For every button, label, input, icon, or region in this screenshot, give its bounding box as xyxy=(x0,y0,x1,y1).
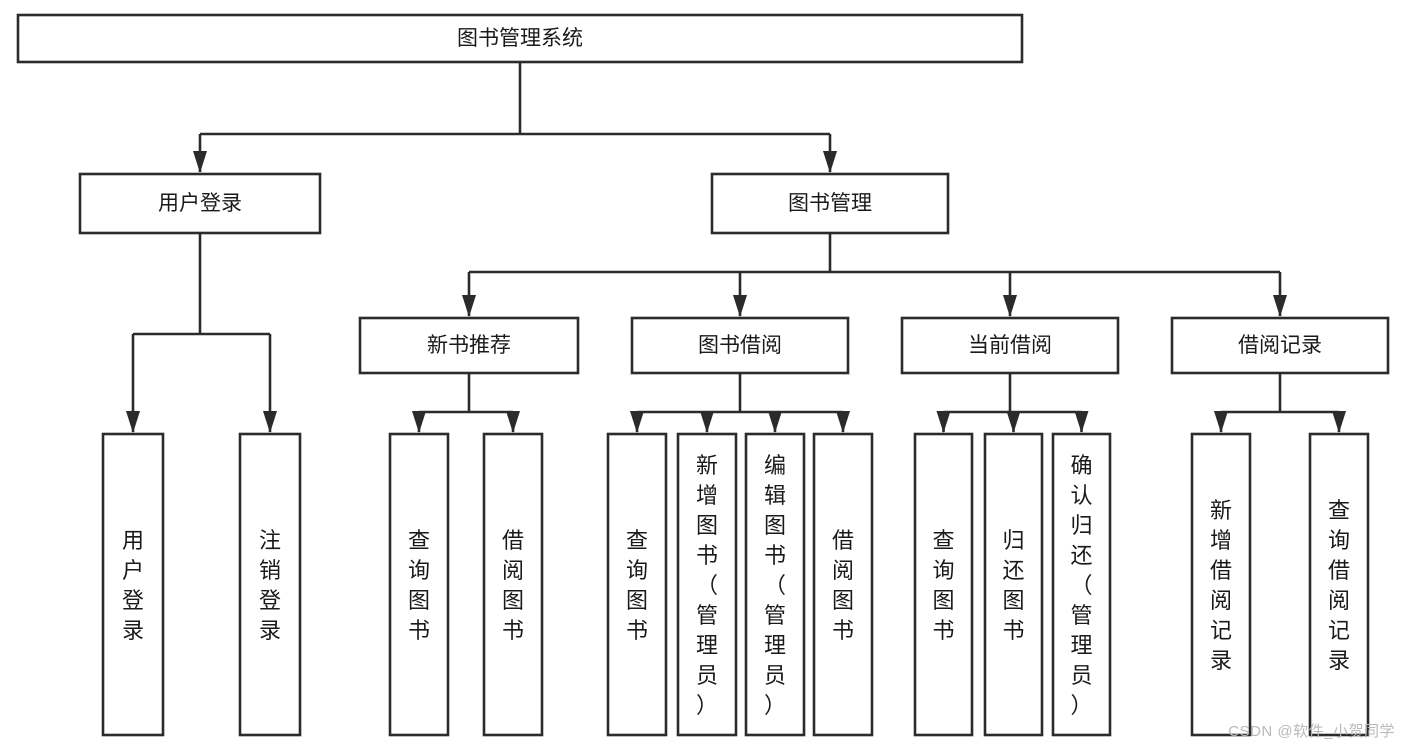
node-label: 借阅图书 xyxy=(502,528,524,643)
node-box xyxy=(710,172,950,235)
node-label: 编辑图书（管理员） xyxy=(764,453,786,718)
node-box xyxy=(238,432,302,737)
node-leaf-10[interactable]: 确认归还（管理员） xyxy=(1051,432,1112,737)
node-box xyxy=(900,316,1120,375)
node-leaf-12[interactable]: 查询借阅记录 xyxy=(1308,432,1370,737)
node-box xyxy=(388,432,450,737)
node-box xyxy=(78,172,322,235)
node-box xyxy=(1308,432,1370,737)
arrow-head-icon xyxy=(1332,411,1346,433)
node-box xyxy=(676,432,738,737)
node-label: 当前借阅 xyxy=(968,334,1052,357)
node-level3-0[interactable]: 新书推荐 xyxy=(358,316,580,375)
node-level3-1[interactable]: 图书借阅 xyxy=(630,316,850,375)
node-box xyxy=(1170,316,1390,375)
node-label: 借阅图书 xyxy=(832,528,854,643)
node-label: 确认归还（管理员） xyxy=(1070,453,1092,718)
node-leaf-5[interactable]: 新增图书（管理员） xyxy=(676,432,738,737)
node-box xyxy=(744,432,806,737)
node-label: 归还图书 xyxy=(1002,528,1024,643)
node-box xyxy=(101,432,165,737)
arrow-head-icon xyxy=(462,295,476,317)
node-box xyxy=(812,432,874,737)
node-leaf-11[interactable]: 新增借阅记录 xyxy=(1190,432,1252,737)
node-label: 图书借阅 xyxy=(698,334,782,357)
arrow-head-icon xyxy=(412,411,426,433)
node-box xyxy=(1051,432,1112,737)
node-label: 新增图书（管理员） xyxy=(696,453,718,718)
arrow-head-icon xyxy=(1006,411,1021,433)
node-label: 用户登录 xyxy=(158,192,242,215)
node-leaf-2[interactable]: 查询图书 xyxy=(388,432,450,737)
node-root-0[interactable]: 图书管理系统 xyxy=(16,13,1024,64)
node-level2-1[interactable]: 图书管理 xyxy=(710,172,950,235)
node-leaf-4[interactable]: 查询图书 xyxy=(606,432,668,737)
node-box xyxy=(1190,432,1252,737)
arrow-head-icon xyxy=(126,411,140,433)
arrow-head-icon xyxy=(768,411,782,433)
node-label: 查询图书 xyxy=(932,528,954,643)
node-label: 新书推荐 xyxy=(427,334,511,357)
node-label: 新增借阅记录 xyxy=(1210,498,1232,673)
node-level3-3[interactable]: 借阅记录 xyxy=(1170,316,1390,375)
node-label: 图书管理系统 xyxy=(457,27,583,50)
node-label: 图书管理 xyxy=(788,192,872,215)
node-box xyxy=(913,432,974,737)
arrow-head-icon xyxy=(506,411,520,433)
arrow-head-icon xyxy=(630,411,644,433)
arrow-head-icon xyxy=(936,411,951,433)
arrow-head-icon xyxy=(823,151,837,173)
node-box xyxy=(983,432,1044,737)
node-leaf-9[interactable]: 归还图书 xyxy=(983,432,1044,737)
node-label: 查询图书 xyxy=(626,528,648,643)
node-leaf-0[interactable]: 用户登录 xyxy=(101,432,165,737)
node-box xyxy=(606,432,668,737)
arrow-head-icon xyxy=(836,411,850,433)
node-leaf-3[interactable]: 借阅图书 xyxy=(482,432,544,737)
arrow-head-icon xyxy=(1074,411,1089,433)
arrow-head-icon xyxy=(733,295,747,317)
node-leaf-7[interactable]: 借阅图书 xyxy=(812,432,874,737)
node-label: 查询图书 xyxy=(408,528,430,643)
arrow-head-icon xyxy=(1214,411,1228,433)
node-layer: 图书管理系统用户登录图书管理新书推荐图书借阅当前借阅借阅记录用户登录注销登录查询… xyxy=(16,13,1390,737)
arrow-head-icon xyxy=(700,411,714,433)
node-leaf-6[interactable]: 编辑图书（管理员） xyxy=(744,432,806,737)
node-leaf-8[interactable]: 查询图书 xyxy=(913,432,974,737)
node-level2-0[interactable]: 用户登录 xyxy=(78,172,322,235)
arrow-head-icon xyxy=(263,411,277,433)
node-label: 查询借阅记录 xyxy=(1328,498,1350,673)
arrow-head-icon xyxy=(1003,295,1017,317)
node-label: 借阅记录 xyxy=(1238,334,1322,357)
node-box xyxy=(482,432,544,737)
arrow-head-icon xyxy=(193,151,207,173)
node-label: 注销登录 xyxy=(259,528,281,643)
arrow-head-icon xyxy=(1273,295,1287,317)
node-box xyxy=(630,316,850,375)
node-label: 用户登录 xyxy=(122,528,144,643)
node-leaf-1[interactable]: 注销登录 xyxy=(238,432,302,737)
connector-layer xyxy=(126,62,1346,433)
node-box xyxy=(16,13,1024,64)
node-level3-2[interactable]: 当前借阅 xyxy=(900,316,1120,375)
node-box xyxy=(358,316,580,375)
